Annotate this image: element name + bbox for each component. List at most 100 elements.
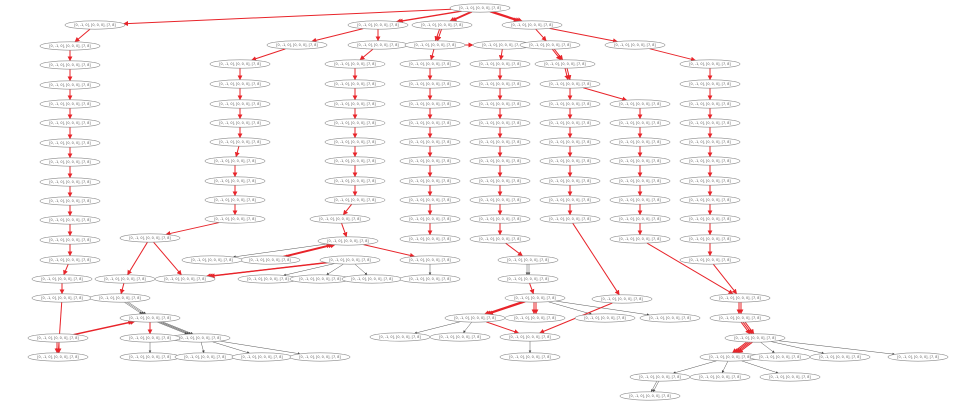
state-node-88[interactable]: [0, -1, 0], [0, 0, 0], [7, 8] [639, 313, 701, 323]
state-node-17[interactable]: [0, -1, 0], [0, 0, 0], [7, 8] [27, 333, 89, 343]
state-node-34[interactable]: [0, -1, 0], [0, 0, 0], [7, 8] [324, 118, 386, 128]
state-node-90[interactable]: [0, -1, 0], [0, 0, 0], [7, 8] [429, 332, 491, 342]
state-node-93[interactable]: [0, -1, 0], [0, 0, 0], [7, 8] [501, 20, 563, 30]
state-node-12[interactable]: [0, -1, 0], [0, 0, 0], [7, 8] [39, 235, 101, 245]
state-node-100[interactable]: [0, -1, 0], [0, 0, 0], [7, 8] [539, 118, 601, 128]
state-node-131[interactable]: [0, -1, 0], [0, 0, 0], [7, 8] [887, 352, 949, 362]
state-node-120[interactable]: [0, -1, 0], [0, 0, 0], [7, 8] [679, 176, 741, 186]
state-node-106[interactable]: [0, -1, 0], [0, 0, 0], [7, 8] [591, 294, 653, 304]
state-node-31[interactable]: [0, -1, 0], [0, 0, 0], [7, 8] [324, 59, 386, 69]
state-node-29[interactable]: [0, -1, 0], [0, 0, 0], [7, 8] [204, 214, 266, 224]
state-node-130[interactable]: [0, -1, 0], [0, 0, 0], [7, 8] [809, 352, 871, 362]
state-node-132[interactable]: [0, -1, 0], [0, 0, 0], [7, 8] [629, 372, 691, 382]
state-node-123[interactable]: [0, -1, 0], [0, 0, 0], [7, 8] [679, 234, 741, 244]
state-node-79[interactable]: [0, -1, 0], [0, 0, 0], [7, 8] [469, 195, 531, 205]
state-node-127[interactable]: [0, -1, 0], [0, 0, 0], [7, 8] [724, 333, 786, 343]
state-node-109[interactable]: [0, -1, 0], [0, 0, 0], [7, 8] [609, 156, 671, 166]
state-node-117[interactable]: [0, -1, 0], [0, 0, 0], [7, 8] [679, 118, 741, 128]
state-node-128[interactable]: [0, -1, 0], [0, 0, 0], [7, 8] [699, 352, 761, 362]
state-node-0[interactable]: [0, -1, 0], [0, 0, 0], [7, 8] [449, 3, 511, 13]
state-node-114[interactable]: [0, -1, 0], [0, 0, 0], [7, 8] [679, 59, 741, 69]
state-node-47[interactable]: [0, -1, 0], [0, 0, 0], [7, 8] [289, 274, 351, 284]
state-node-42[interactable]: [0, -1, 0], [0, 0, 0], [7, 8] [319, 255, 381, 265]
state-node-11[interactable]: [0, -1, 0], [0, 0, 0], [7, 8] [39, 215, 101, 225]
state-node-15[interactable]: [0, -1, 0], [0, 0, 0], [7, 8] [31, 293, 93, 303]
state-node-40[interactable]: [0, -1, 0], [0, 0, 0], [7, 8] [317, 236, 379, 246]
state-node-16[interactable]: [0, -1, 0], [0, 0, 0], [7, 8] [27, 352, 89, 362]
state-node-20[interactable]: [0, -1, 0], [0, 0, 0], [7, 8] [347, 40, 409, 50]
state-node-60[interactable]: [0, -1, 0], [0, 0, 0], [7, 8] [404, 40, 466, 50]
state-node-66[interactable]: [0, -1, 0], [0, 0, 0], [7, 8] [399, 137, 461, 147]
state-node-62[interactable]: [0, -1, 0], [0, 0, 0], [7, 8] [399, 59, 461, 69]
state-node-87[interactable]: [0, -1, 0], [0, 0, 0], [7, 8] [574, 313, 636, 323]
state-node-23[interactable]: [0, -1, 0], [0, 0, 0], [7, 8] [209, 99, 271, 109]
state-node-84[interactable]: [0, -1, 0], [0, 0, 0], [7, 8] [504, 293, 566, 303]
state-node-36[interactable]: [0, -1, 0], [0, 0, 0], [7, 8] [324, 156, 386, 166]
state-node-1[interactable]: [0, -1, 0], [0, 0, 0], [7, 8] [64, 20, 126, 30]
state-node-92[interactable]: [0, -1, 0], [0, 0, 0], [7, 8] [499, 352, 561, 362]
state-node-104[interactable]: [0, -1, 0], [0, 0, 0], [7, 8] [539, 195, 601, 205]
state-node-63[interactable]: [0, -1, 0], [0, 0, 0], [7, 8] [399, 79, 461, 89]
state-node-116[interactable]: [0, -1, 0], [0, 0, 0], [7, 8] [679, 99, 741, 109]
state-node-133[interactable]: [0, -1, 0], [0, 0, 0], [7, 8] [689, 372, 751, 382]
state-node-110[interactable]: [0, -1, 0], [0, 0, 0], [7, 8] [609, 176, 671, 186]
state-node-81[interactable]: [0, -1, 0], [0, 0, 0], [7, 8] [469, 234, 531, 244]
state-node-41[interactable]: [0, -1, 0], [0, 0, 0], [7, 8] [239, 255, 301, 265]
state-node-21[interactable]: [0, -1, 0], [0, 0, 0], [7, 8] [209, 59, 271, 69]
state-node-18[interactable]: [0, -1, 0], [0, 0, 0], [7, 8] [347, 20, 409, 30]
state-node-57[interactable]: [0, -1, 0], [0, 0, 0], [7, 8] [231, 352, 293, 362]
state-node-76[interactable]: [0, -1, 0], [0, 0, 0], [7, 8] [469, 137, 531, 147]
state-node-27[interactable]: [0, -1, 0], [0, 0, 0], [7, 8] [204, 176, 266, 186]
state-node-33[interactable]: [0, -1, 0], [0, 0, 0], [7, 8] [324, 99, 386, 109]
state-node-48[interactable]: [0, -1, 0], [0, 0, 0], [7, 8] [341, 274, 403, 284]
state-node-3[interactable]: [0, -1, 0], [0, 0, 0], [7, 8] [39, 60, 101, 70]
state-node-24[interactable]: [0, -1, 0], [0, 0, 0], [7, 8] [209, 118, 271, 128]
state-node-124[interactable]: [0, -1, 0], [0, 0, 0], [7, 8] [679, 255, 741, 265]
state-node-126[interactable]: [0, -1, 0], [0, 0, 0], [7, 8] [709, 313, 771, 323]
state-node-82[interactable]: [0, -1, 0], [0, 0, 0], [7, 8] [497, 255, 559, 265]
state-node-77[interactable]: [0, -1, 0], [0, 0, 0], [7, 8] [469, 156, 531, 166]
state-node-9[interactable]: [0, -1, 0], [0, 0, 0], [7, 8] [39, 177, 101, 187]
state-node-107[interactable]: [0, -1, 0], [0, 0, 0], [7, 8] [609, 118, 671, 128]
state-node-105[interactable]: [0, -1, 0], [0, 0, 0], [7, 8] [539, 214, 601, 224]
state-node-71[interactable]: [0, -1, 0], [0, 0, 0], [7, 8] [399, 234, 461, 244]
state-node-50[interactable]: [0, -1, 0], [0, 0, 0], [7, 8] [94, 274, 156, 284]
state-node-95[interactable]: [0, -1, 0], [0, 0, 0], [7, 8] [604, 40, 666, 50]
state-node-14[interactable]: [0, -1, 0], [0, 0, 0], [7, 8] [31, 274, 93, 284]
state-node-98[interactable]: [0, -1, 0], [0, 0, 0], [7, 8] [539, 99, 601, 109]
state-node-43[interactable]: [0, -1, 0], [0, 0, 0], [7, 8] [399, 255, 461, 265]
state-node-108[interactable]: [0, -1, 0], [0, 0, 0], [7, 8] [609, 137, 671, 147]
state-node-135[interactable]: [0, -1, 0], [0, 0, 0], [7, 8] [619, 391, 681, 401]
state-node-26[interactable]: [0, -1, 0], [0, 0, 0], [7, 8] [204, 156, 266, 166]
state-node-13[interactable]: [0, -1, 0], [0, 0, 0], [7, 8] [39, 255, 101, 265]
state-node-96[interactable]: [0, -1, 0], [0, 0, 0], [7, 8] [534, 59, 596, 69]
state-node-119[interactable]: [0, -1, 0], [0, 0, 0], [7, 8] [679, 156, 741, 166]
state-node-45[interactable]: [0, -1, 0], [0, 0, 0], [7, 8] [154, 274, 216, 284]
state-node-6[interactable]: [0, -1, 0], [0, 0, 0], [7, 8] [39, 118, 101, 128]
state-node-25[interactable]: [0, -1, 0], [0, 0, 0], [7, 8] [209, 137, 271, 147]
state-node-103[interactable]: [0, -1, 0], [0, 0, 0], [7, 8] [539, 176, 601, 186]
state-node-35[interactable]: [0, -1, 0], [0, 0, 0], [7, 8] [324, 137, 386, 147]
state-node-49[interactable]: [0, -1, 0], [0, 0, 0], [7, 8] [399, 274, 461, 284]
state-node-10[interactable]: [0, -1, 0], [0, 0, 0], [7, 8] [39, 196, 101, 206]
state-node-129[interactable]: [0, -1, 0], [0, 0, 0], [7, 8] [749, 352, 811, 362]
state-node-4[interactable]: [0, -1, 0], [0, 0, 0], [7, 8] [39, 80, 101, 90]
state-node-28[interactable]: [0, -1, 0], [0, 0, 0], [7, 8] [204, 195, 266, 205]
state-node-73[interactable]: [0, -1, 0], [0, 0, 0], [7, 8] [469, 79, 531, 89]
state-node-8[interactable]: [0, -1, 0], [0, 0, 0], [7, 8] [39, 157, 101, 167]
state-node-80[interactable]: [0, -1, 0], [0, 0, 0], [7, 8] [469, 214, 531, 224]
state-node-68[interactable]: [0, -1, 0], [0, 0, 0], [7, 8] [399, 176, 461, 186]
state-node-46[interactable]: [0, -1, 0], [0, 0, 0], [7, 8] [237, 274, 299, 284]
state-node-56[interactable]: [0, -1, 0], [0, 0, 0], [7, 8] [174, 352, 236, 362]
state-node-74[interactable]: [0, -1, 0], [0, 0, 0], [7, 8] [469, 99, 531, 109]
state-node-97[interactable]: [0, -1, 0], [0, 0, 0], [7, 8] [539, 79, 601, 89]
state-node-53[interactable]: [0, -1, 0], [0, 0, 0], [7, 8] [169, 333, 231, 343]
state-node-111[interactable]: [0, -1, 0], [0, 0, 0], [7, 8] [609, 195, 671, 205]
state-node-72[interactable]: [0, -1, 0], [0, 0, 0], [7, 8] [469, 59, 531, 69]
state-node-113[interactable]: [0, -1, 0], [0, 0, 0], [7, 8] [609, 234, 671, 244]
state-node-78[interactable]: [0, -1, 0], [0, 0, 0], [7, 8] [469, 176, 531, 186]
state-node-91[interactable]: [0, -1, 0], [0, 0, 0], [7, 8] [499, 332, 561, 342]
state-node-112[interactable]: [0, -1, 0], [0, 0, 0], [7, 8] [609, 214, 671, 224]
state-node-55[interactable]: [0, -1, 0], [0, 0, 0], [7, 8] [119, 352, 181, 362]
state-node-101[interactable]: [0, -1, 0], [0, 0, 0], [7, 8] [539, 137, 601, 147]
